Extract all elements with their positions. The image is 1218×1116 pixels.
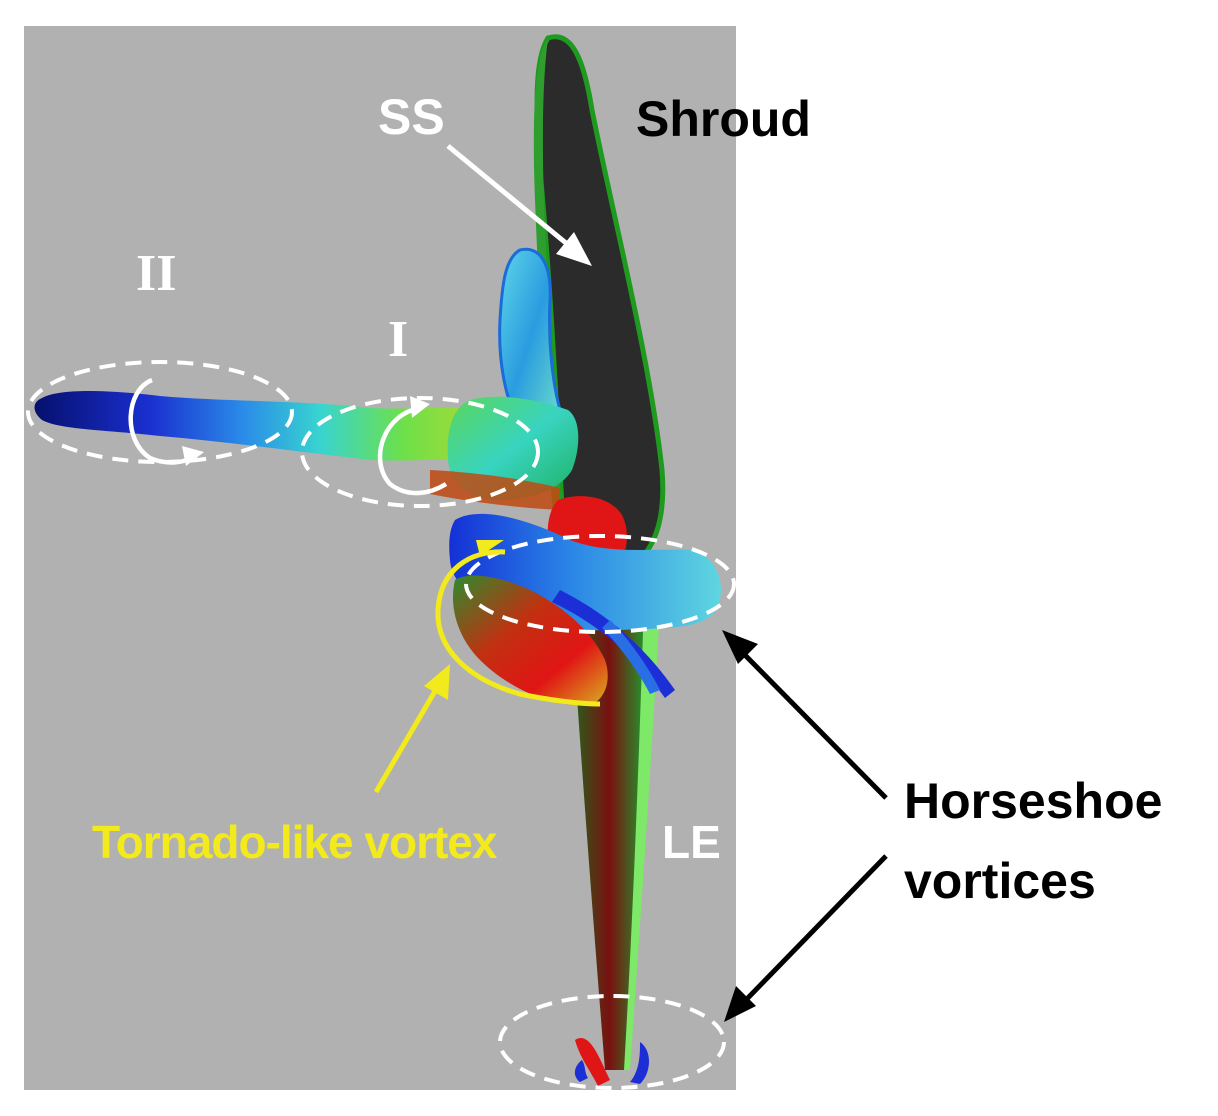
le-label: LE: [662, 816, 721, 868]
tornado-label: Tornado-like vortex: [92, 816, 498, 868]
region-i-arrowhead: [410, 396, 430, 418]
hub-horseshoe-ellipse: [498, 994, 726, 1090]
horseshoe-arrowhead-shroud: [722, 630, 758, 664]
hub-horseshoe-vortex: [575, 1038, 610, 1086]
region-ii-arrowhead: [182, 446, 204, 466]
region-i-ellipse: [300, 396, 540, 508]
region-ii-rotation-arrow: [128, 377, 198, 465]
blade-leading-edge: [533, 38, 565, 560]
tornado-arrowhead: [424, 664, 450, 700]
vortex-core-shadow: [430, 470, 560, 510]
tornado-rotation-loop: [435, 549, 601, 707]
tornado-pointer-arrow: [373, 684, 441, 794]
horseshoe-blue-strand-2: [602, 620, 660, 694]
region-ii-label: II: [136, 245, 176, 302]
region-i-label: I: [388, 311, 408, 368]
horseshoe-label-line1: Horseshoe: [904, 773, 1162, 829]
horseshoe-arrowhead-hub: [724, 986, 756, 1022]
region-i-rotation-arrow: [377, 405, 448, 496]
ss-label: SS: [378, 89, 445, 145]
horseshoe-label-line2: vortices: [904, 853, 1096, 909]
ss-arrowhead: [556, 232, 592, 266]
shroud-horseshoe-ellipse: [464, 534, 736, 634]
shroud-label: Shroud: [636, 91, 811, 147]
tornado-loop-arrowhead: [476, 540, 504, 556]
tornado-vortex-blob: [452, 575, 608, 706]
hub-horseshoe-vortex-left: [574, 1060, 588, 1082]
horseshoe-arrow-shroud: [738, 648, 888, 800]
blade-lower-edge-highlight: [624, 570, 662, 1070]
horseshoe-arrow-hub: [740, 854, 888, 1006]
hub-horseshoe-vortex-right: [630, 1042, 649, 1084]
ss-pointer-arrow: [446, 144, 574, 250]
region-ii-ellipse: [26, 360, 294, 464]
